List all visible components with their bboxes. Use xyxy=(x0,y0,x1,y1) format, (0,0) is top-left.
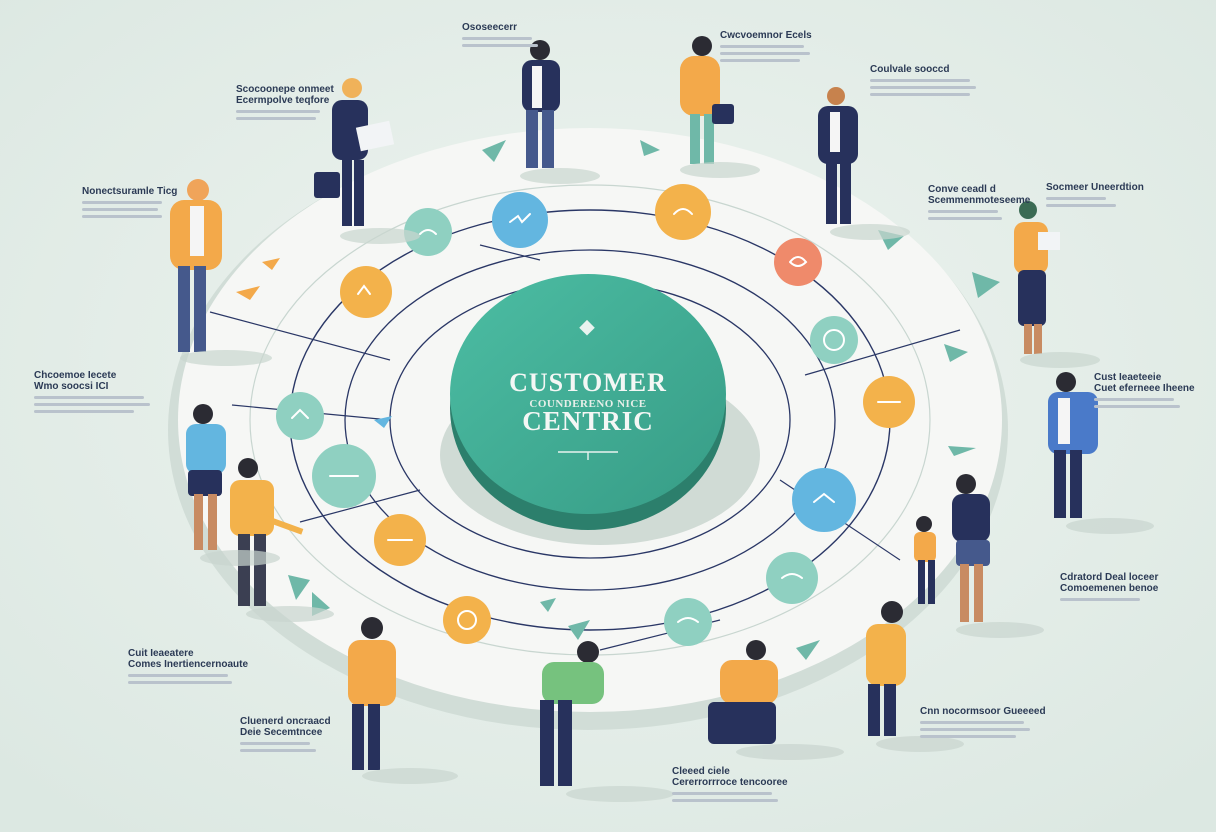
note-subtitle: Ecermpolve teqfore xyxy=(236,95,330,106)
bubble-blue xyxy=(792,468,856,532)
person-11 xyxy=(866,601,906,736)
note-title: Chcoemoe Iecete xyxy=(34,370,117,381)
people xyxy=(170,36,1098,786)
person-14 xyxy=(708,640,778,744)
note-title: Scocoonepe onmeet xyxy=(236,84,334,95)
hub-title-centric: CENTRIC xyxy=(522,406,654,436)
paper-arrows xyxy=(236,140,1000,660)
bubble-orange xyxy=(443,596,491,644)
note-subtitle: Wmo soocsi ICI xyxy=(34,381,109,392)
bubble-glyphs xyxy=(291,208,901,630)
hub-diamond-icon xyxy=(579,319,595,336)
person-8 xyxy=(186,404,226,550)
note-title: Cluenerd oncraacd xyxy=(240,716,331,727)
note-subtitle: Comes Inertiencernoaute xyxy=(128,659,249,670)
note-13: Cnn nocormsoor Gueeeed xyxy=(920,706,1070,738)
bubble-teal xyxy=(404,208,452,256)
note-subtitle: Cuet eferneee Iheene xyxy=(1094,383,1195,394)
note-3: Coulvale sooccd xyxy=(870,64,1020,96)
person-13 xyxy=(540,641,604,786)
note-1: Ososeecerr xyxy=(462,22,612,47)
note-title: Cdratord Deal loceer xyxy=(1060,572,1159,583)
bubble-teal xyxy=(810,316,858,364)
note-title: Coulvale sooccd xyxy=(870,64,950,75)
bubble-teal xyxy=(766,552,818,604)
note-5: Nonectsuramle Ticg xyxy=(82,186,232,218)
note-10: Cdratord Deal loceer Comoemenen benoe xyxy=(1060,572,1210,601)
note-title: Socmeer Uneerdtion xyxy=(1046,182,1144,193)
note-8: Chcoemoe Iecete Wmo soocsi ICI xyxy=(34,370,184,413)
bubble-coral xyxy=(774,238,822,286)
note-7: Socmeer Uneerdtion xyxy=(1046,182,1196,207)
note-title: Nonectsuramle Ticg xyxy=(82,186,178,197)
person-4 xyxy=(818,87,858,224)
bubble-orange xyxy=(340,266,392,318)
note-title: Conve ceadl d xyxy=(928,184,996,195)
note-subtitle: Cererrorrroce tencooree xyxy=(672,777,788,788)
note-subtitle: Comoemenen benoe xyxy=(1060,583,1159,594)
note-4: Scocoonepe onmeet Ecermpolve teqfore xyxy=(236,84,386,120)
person-10 xyxy=(914,474,990,622)
hub-top xyxy=(450,274,726,514)
note-title: Ososeecerr xyxy=(462,22,518,33)
person-3 xyxy=(314,78,395,226)
person-1 xyxy=(522,40,560,168)
person-12 xyxy=(348,617,396,770)
hub-subtitle: COUNDERENO NICE xyxy=(529,398,647,410)
hub-title-customer: CUSTOMER xyxy=(509,368,667,397)
note-title: Cleeed ciele xyxy=(672,766,730,777)
person-7 xyxy=(1048,372,1098,518)
person-6 xyxy=(1014,201,1060,354)
note-2: Cwcvoemnor Ecels xyxy=(720,30,870,62)
note-subtitle: Scemmenmoteseeme xyxy=(928,195,1031,206)
bubble-orange xyxy=(655,184,711,240)
note-title: Cnn nocormsoor Gueeeed xyxy=(920,706,1046,717)
note-9: Cust Ieaeteeie Cuet eferneee Iheene xyxy=(1094,372,1216,408)
person-2 xyxy=(680,36,734,164)
person-shadows xyxy=(180,162,1154,802)
note-6: Conve ceadl d Scemmenmoteseeme xyxy=(928,184,1078,220)
note-title: Cuit Ieaeatere xyxy=(128,648,194,659)
note-title: Cwcvoemnor Ecels xyxy=(720,30,812,41)
note-subtitle: Deie Secemtncee xyxy=(240,727,323,738)
note-11: Cuit Ieaeatere Comes Inertiencernoaute xyxy=(128,648,278,684)
note-14: Cleeed ciele Cererrorrroce tencooree xyxy=(672,766,822,802)
person-5 xyxy=(170,179,222,352)
note-title: Cust Ieaeteeie xyxy=(1094,372,1162,383)
bubble-teal xyxy=(664,598,712,646)
bubble-teal xyxy=(276,392,324,440)
note-12: Cluenerd oncraacd Deie Secemtncee xyxy=(240,716,390,752)
orbit-middle xyxy=(344,249,836,591)
